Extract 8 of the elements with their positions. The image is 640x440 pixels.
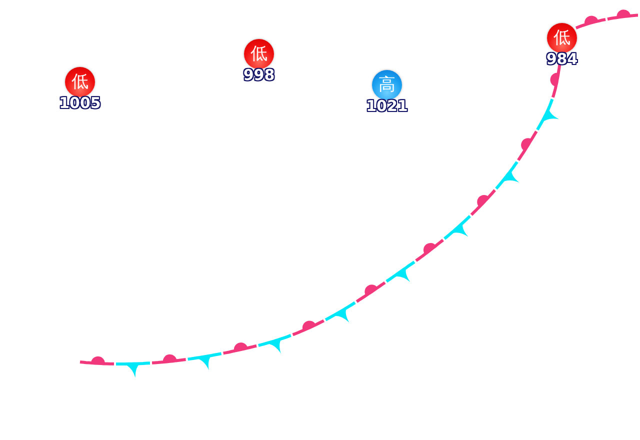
pressure-value: 1021: [365, 98, 409, 114]
pressure-value: 998: [242, 67, 276, 83]
pressure-value: 1005: [58, 95, 102, 111]
low-pressure-symbol: 低: [244, 39, 274, 69]
high-pressure-symbol: 高: [372, 70, 402, 100]
low-pressure-symbol: 低: [65, 67, 95, 97]
low-pressure-symbol: 低: [547, 23, 577, 53]
pressure-value: 984: [545, 51, 579, 67]
